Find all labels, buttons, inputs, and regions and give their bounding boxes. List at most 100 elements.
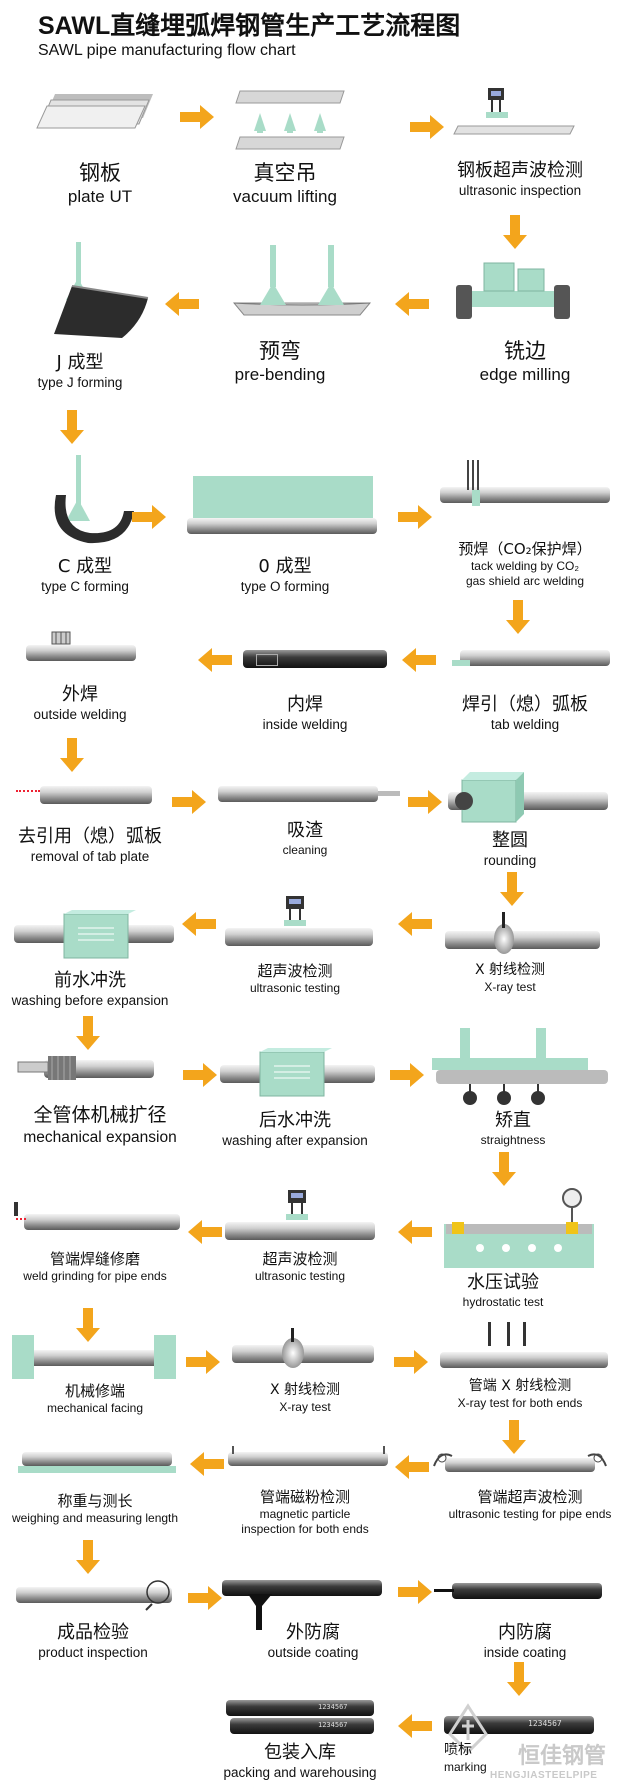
flow-arrow-right <box>172 790 206 814</box>
flow-arrow-down <box>503 215 527 249</box>
flow-arrow-right <box>180 105 214 129</box>
inside-coating-lance <box>434 1589 454 1592</box>
tack-welding-torch <box>467 460 480 506</box>
step-ut-pipe-ends: 管端超声波检测 ultrasonic testing for pipe ends <box>448 1488 612 1521</box>
step-magnetic-particle: 管端磁粉检测 magnetic particle inspection for … <box>241 1488 369 1536</box>
step-washing-before-expansion: 前水冲洗 washing before expansion <box>11 970 169 1008</box>
packing-pipe-2 <box>230 1718 374 1734</box>
step-edge-milling: 铣边 edge milling <box>479 339 571 385</box>
steel-plate-illustration <box>36 94 153 129</box>
flow-arrow-right <box>132 505 166 529</box>
xray-ends-head-2 <box>507 1322 510 1346</box>
packing-pipe-label-2: 1234567 <box>318 1721 348 1729</box>
outside-welding-head <box>51 631 71 645</box>
inside-welding-pipe <box>243 650 387 668</box>
tab-welding-pipe <box>460 650 610 666</box>
flow-arrow-down <box>507 1662 531 1696</box>
flow-arrow-down <box>60 738 84 772</box>
flow-arrow-left <box>398 1220 432 1244</box>
xray-spot <box>494 924 514 954</box>
xray-pipe <box>445 931 600 949</box>
pre-bending-illustration <box>232 245 372 316</box>
ut-ends-probes <box>433 1453 607 1467</box>
step-tack-welding: 预焊（CO₂保护焊） tack welding by CO₂ gas shiel… <box>458 540 592 588</box>
mpi-tool-right <box>383 1446 385 1454</box>
flow-arrow-down <box>506 600 530 634</box>
flow-arrow-right <box>186 1350 220 1374</box>
flow-arrow-left <box>190 1452 224 1476</box>
step-washing-after-expansion: 后水冲洗 washing after expansion <box>222 1110 368 1148</box>
o-forming-pipe <box>187 518 377 534</box>
xray-ends-head-3 <box>523 1322 526 1346</box>
xray-ends-pipe <box>440 1352 608 1368</box>
step-ultrasonic-testing-2: 超声波检测 ultrasonic testing <box>254 1250 346 1283</box>
magnifier-icon <box>145 1580 170 1611</box>
packing-pipe-1 <box>226 1700 374 1716</box>
step-product-inspection: 成品检验 product inspection <box>38 1622 148 1660</box>
step-packing: 包装入库 packing and warehousing <box>223 1742 377 1780</box>
marking-pipe-label: 1234567 <box>528 1719 562 1728</box>
cleaning-pipe <box>218 786 378 802</box>
straightening-machine <box>432 1028 608 1105</box>
flow-arrow-right <box>408 790 442 814</box>
washing-before-chamber <box>63 910 136 959</box>
step-tab-welding: 焊引（熄）弧板 tab welding <box>462 694 588 732</box>
expander-head <box>17 1056 76 1080</box>
step-outside-coating: 外防腐 outside coating <box>267 1622 359 1660</box>
flow-arrow-down <box>76 1016 100 1050</box>
edge-milling-illustration <box>456 262 570 319</box>
flow-arrow-right <box>394 1350 428 1374</box>
c-forming-illustration <box>54 455 134 544</box>
flow-arrow-left <box>165 292 199 316</box>
step-mechanical-expansion: 全管体机械扩径 mechanical expansion <box>23 1104 177 1146</box>
ut-probe <box>284 896 306 926</box>
suction-nozzle <box>378 791 400 796</box>
page-subtitle: SAWL pipe manufacturing flow chart <box>38 42 296 59</box>
mpi-pipe <box>228 1452 388 1466</box>
rounding-machine <box>455 772 524 823</box>
xray2-head <box>291 1328 294 1342</box>
flow-arrow-right <box>398 505 432 529</box>
watermark-cn: 恒佳钢管 <box>518 1744 607 1769</box>
step-xray-test-both-ends: 管端 X 射线检测 X-ray test for both ends <box>457 1378 583 1410</box>
step-c-forming: C 成型 type C forming <box>41 556 129 594</box>
hydrostatic-test-machine <box>444 1188 594 1268</box>
flow-arrow-left <box>402 648 436 672</box>
step-marking: 喷标 marking <box>444 1742 487 1774</box>
watermark-logo <box>448 1703 488 1755</box>
flow-arrow-right <box>183 1063 217 1087</box>
flow-arrow-down <box>500 872 524 906</box>
flow-arrow-left <box>395 1455 429 1479</box>
facing-head-right <box>154 1335 176 1379</box>
weighing-scale <box>18 1466 176 1473</box>
step-straightness: 矫直 straightness <box>480 1110 546 1147</box>
mpi-tool-left <box>232 1446 234 1454</box>
flow-arrow-right <box>398 1580 432 1604</box>
flow-arrow-left <box>398 912 432 936</box>
weighing-pipe <box>22 1452 172 1466</box>
washing-after-chamber <box>259 1048 332 1097</box>
xray-ends-head-1 <box>488 1322 491 1346</box>
flow-arrow-left <box>395 292 429 316</box>
product-pipe <box>16 1587 172 1603</box>
outside-coating-pipe <box>222 1580 382 1596</box>
tab-plate <box>452 660 470 666</box>
flow-arrow-down <box>502 1420 526 1454</box>
step-cleaning: 吸渣 cleaning <box>282 820 328 857</box>
step-j-forming: J 成型 type J forming <box>37 352 123 390</box>
step-inside-welding: 内焊 inside welding <box>262 694 348 732</box>
grinding-sparks <box>16 1218 26 1224</box>
packing-pipe-label-1: 1234567 <box>318 1703 348 1711</box>
step-vacuum-lifting: 真空吊 vacuum lifting <box>233 161 337 207</box>
flow-arrow-left <box>398 1714 432 1738</box>
flow-arrow-down <box>60 410 84 444</box>
flow-arrow-left <box>182 912 216 936</box>
vacuum-lifting-illustration <box>235 90 345 150</box>
outside-welding-pipe <box>26 645 136 661</box>
flow-arrow-left <box>188 1220 222 1244</box>
step-weighing: 称重与测长 weighing and measuring length <box>11 1492 179 1525</box>
step-inside-coating: 内防腐 inside coating <box>483 1622 567 1660</box>
step-xray-test-2: X 射线检测 X-ray test <box>269 1382 341 1414</box>
inside-welding-head <box>256 654 278 666</box>
tab-removal-pipe <box>40 786 152 804</box>
